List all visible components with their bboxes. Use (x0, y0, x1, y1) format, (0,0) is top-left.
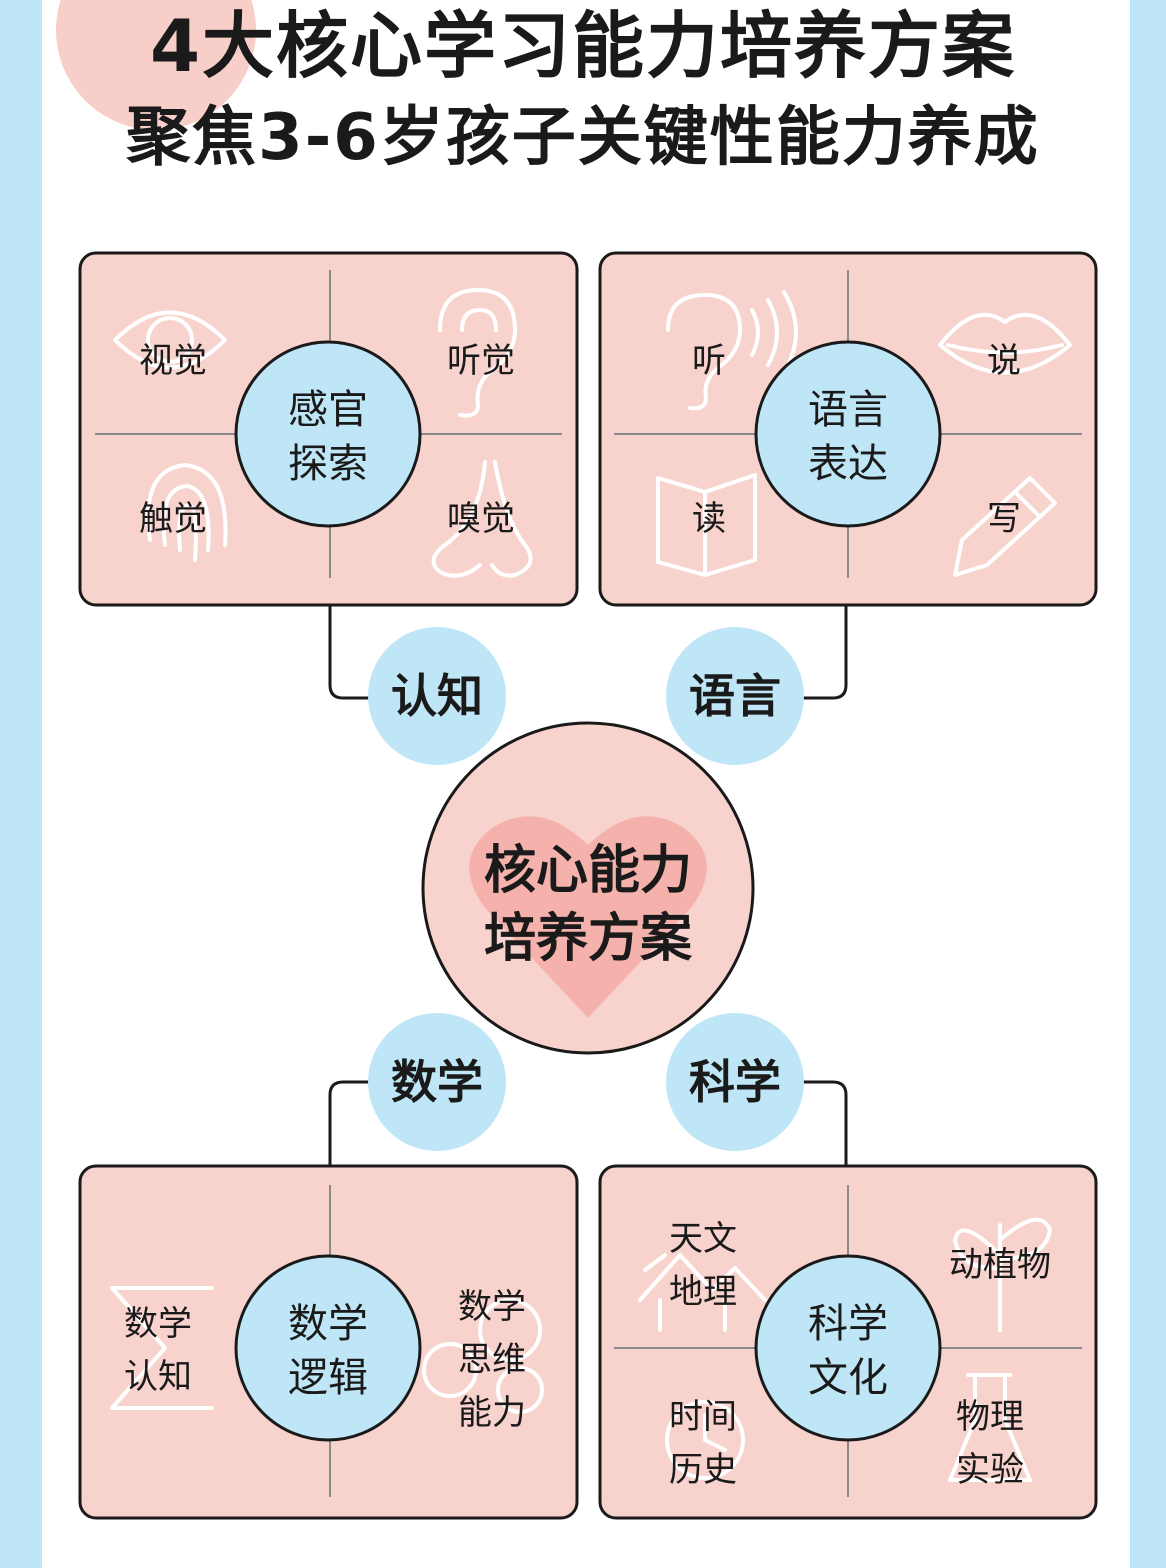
panel-cognition-q4: 嗅觉 (447, 499, 515, 539)
nose-icon (431, 460, 533, 578)
panel-language-q3: 读 (692, 499, 726, 539)
branch-science-bubble (666, 1013, 804, 1151)
panel-science-q1-line1: 天文 (669, 1219, 737, 1259)
panel-math-q2-line3: 能力 (458, 1393, 526, 1433)
heart-icon (469, 816, 707, 1018)
fingerprint-icon (146, 463, 228, 562)
panel-language-q4: 写 (987, 499, 1021, 539)
panel-science-q3-line1: 时间 (669, 1397, 737, 1437)
eye-icon (113, 310, 227, 370)
hub-label-line2: 培养方案 (484, 909, 693, 969)
panel-math-center-line2: 逻辑 (288, 1355, 368, 1401)
hub-label-line1: 核心能力 (484, 841, 692, 901)
sigma-icon (110, 1286, 214, 1410)
branch-language-label: 语言 (689, 669, 781, 723)
panel-math: 数学 认知 数学 思维 能力 数学 逻辑 (78, 1164, 579, 1520)
branch-language-bubble (666, 627, 804, 765)
panel-science: 天文 地理 动植物 时间 历史 物理 实验 科学 文化 (598, 1164, 1098, 1520)
panel-science-q1-line2: 地理 (669, 1272, 737, 1312)
panel-cognition-q2: 听觉 (447, 341, 515, 381)
connector-math (328, 1080, 370, 1165)
panel-language-q1: 听 (692, 341, 726, 381)
connector-cognition (328, 605, 370, 700)
panel-language: 听 说 读 写 语言 表达 (598, 251, 1098, 607)
connector-language (800, 605, 848, 700)
panel-science-q3-line2: 历史 (669, 1450, 737, 1490)
panel-math-q2-line2: 思维 (458, 1340, 526, 1380)
ear-sound-icon (666, 290, 798, 411)
panel-math-q2-line1: 数学 (458, 1287, 526, 1327)
beaker-icon (948, 1373, 1032, 1482)
panel-cognition-center-line1: 感官 (288, 387, 368, 433)
connector-science (800, 1080, 848, 1165)
panel-science-center-line1: 科学 (808, 1301, 888, 1347)
panel-science-q4-line2: 实验 (956, 1450, 1024, 1490)
plant-icon (953, 1217, 1052, 1332)
math-think-icon (422, 1298, 544, 1414)
branch-science-label: 科学 (689, 1055, 781, 1109)
clock-icon (665, 1400, 745, 1480)
lips-icon (938, 312, 1072, 375)
page-subtitle: 聚焦3-6岁孩子关键性能力养成 (126, 101, 1040, 175)
panel-science-q4-line1: 物理 (956, 1397, 1024, 1437)
book-icon (656, 473, 757, 577)
panel-cognition-q3: 触觉 (139, 499, 207, 539)
panel-language-center-circle (754, 340, 942, 528)
branch-math-bubble (368, 1013, 506, 1151)
panel-language-center-line1: 语言 (808, 387, 888, 433)
panel-science-q2: 动植物 (949, 1245, 1051, 1285)
panel-cognition-center-line2: 探索 (288, 441, 368, 487)
panel-science-center-line2: 文化 (808, 1355, 888, 1401)
panel-science-center-circle (754, 1254, 942, 1442)
ear-icon (438, 288, 517, 418)
panel-cognition: 视觉 听觉 触觉 嗅觉 感官 探索 (78, 251, 579, 607)
page-title: 4大核心学习能力培养方案 (149, 4, 1017, 88)
branch-math-label: 数学 (391, 1055, 483, 1109)
panel-math-center-line1: 数学 (288, 1301, 368, 1347)
panel-math-q1-line2: 认知 (124, 1357, 192, 1397)
pencil-icon (953, 476, 1057, 577)
panel-math-center-circle (234, 1254, 422, 1442)
branch-cognition-label: 认知 (391, 669, 483, 723)
panel-language-center-line2: 表达 (808, 441, 888, 487)
panel-math-q1-line1: 数学 (124, 1304, 192, 1344)
panel-cognition-center-circle (234, 340, 422, 528)
panel-language-q2: 说 (987, 341, 1021, 381)
landscape-icon (638, 1253, 767, 1332)
panel-cognition-q1: 视觉 (139, 341, 207, 381)
branch-cognition-bubble (368, 627, 506, 765)
